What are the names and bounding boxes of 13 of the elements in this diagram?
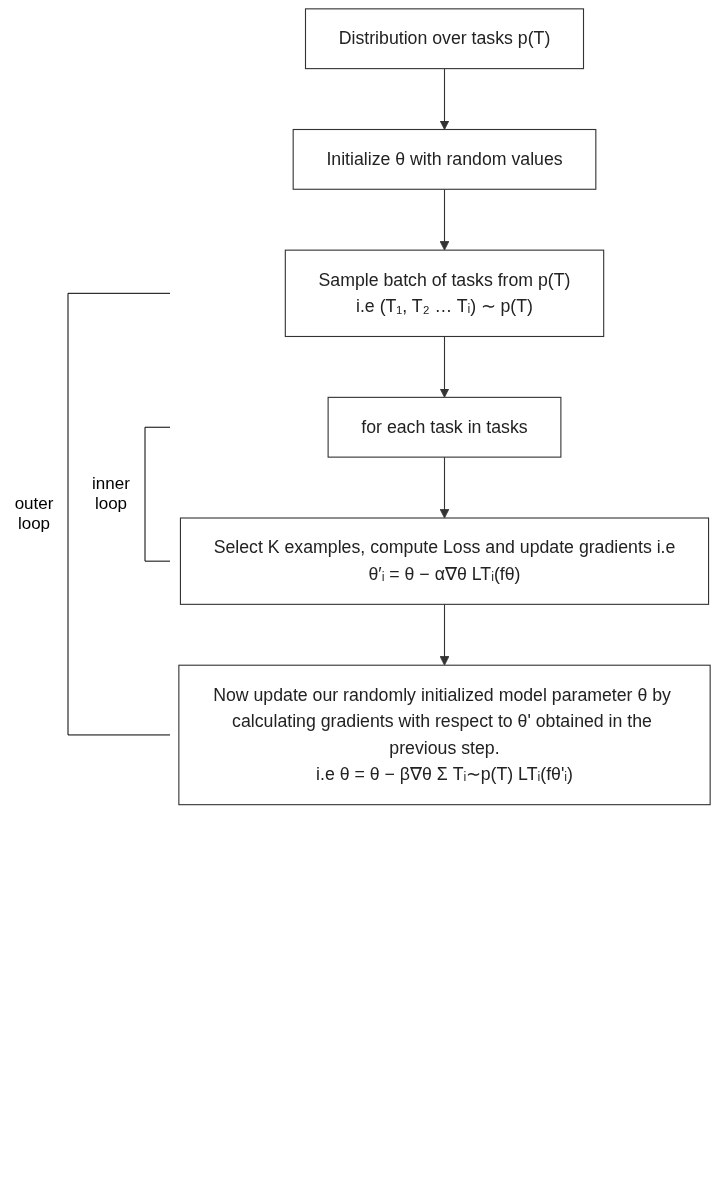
node-box: Distribution over tasks p(T)	[304, 8, 585, 70]
loop-label: outer loop	[13, 494, 55, 535]
node-box: Now update our randomly initialized model parameter θ by calculating gradients with respect to θ' obtained in the previous step. i.e θ = θ − β∇θ Σ Tᵢ∼p(T) LTᵢ(fθ'ᵢ)	[178, 664, 711, 806]
loop-label: inner loop	[91, 474, 131, 515]
node-box: for each task in tasks	[327, 396, 562, 458]
arrow	[439, 68, 450, 130]
node-box: Initialize θ with random values	[292, 128, 597, 190]
node-box: Sample batch of tasks from p(T) i.e (T₁, T₂ … Tᵢ) ∼ p(T)	[284, 249, 605, 338]
node-box: Select K examples, compute Loss and update gradients i.e θ′ᵢ = θ − α∇θ LTᵢ(fθ)	[179, 517, 710, 605]
arrow	[439, 188, 450, 251]
arrow	[439, 335, 450, 398]
arrow	[439, 603, 450, 666]
arrow	[439, 456, 450, 519]
